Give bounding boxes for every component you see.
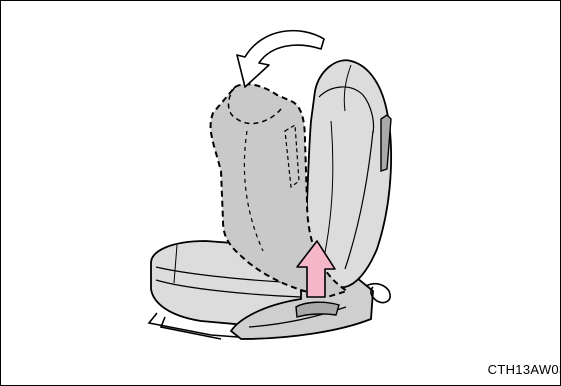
figure-code: CTH13AW038: [488, 362, 561, 377]
fold-direction-arrow: [237, 31, 324, 87]
